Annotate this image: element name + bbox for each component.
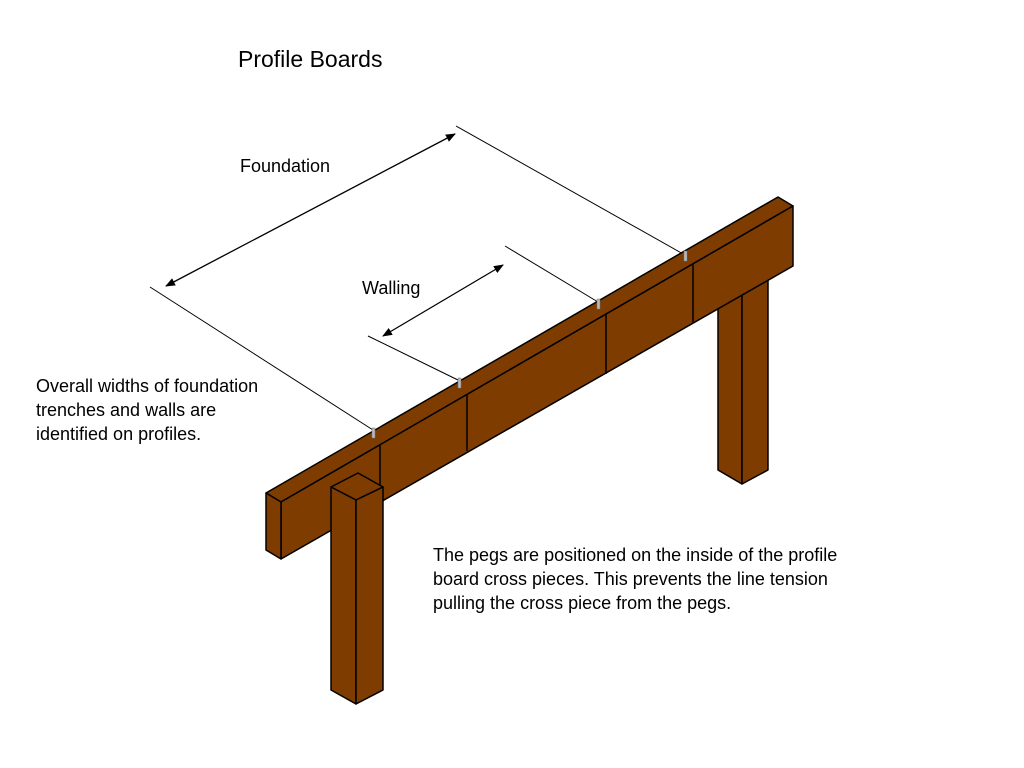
- walling-string-left: [367, 335, 461, 382]
- front-peg: [330, 472, 384, 705]
- foundation-dimension-arrow: [165, 133, 456, 287]
- walling-dimension-arrow: [382, 264, 504, 337]
- nails: [371, 250, 688, 439]
- foundation-label: Foundation: [240, 156, 331, 176]
- cross-piece-board: [265, 196, 794, 560]
- walling-string-right: [504, 245, 599, 303]
- wood: [265, 196, 794, 705]
- nail-icon: [457, 377, 462, 389]
- page-title: Profile Boards: [238, 46, 383, 72]
- walling-label: Walling: [362, 278, 421, 298]
- board-end-face: [265, 492, 282, 560]
- overall-widths-note: Overall widths of foundation trenches an…: [36, 376, 259, 444]
- string-lines: [149, 125, 686, 431]
- nail-icon: [371, 427, 376, 439]
- foundation-string-left: [149, 286, 374, 431]
- nail-icon: [683, 250, 688, 262]
- board-top-face: [265, 196, 794, 503]
- nail-icon: [596, 298, 601, 310]
- foundation-string-right: [455, 125, 686, 256]
- peg-position-note: The pegs are positioned on the inside of…: [433, 545, 838, 613]
